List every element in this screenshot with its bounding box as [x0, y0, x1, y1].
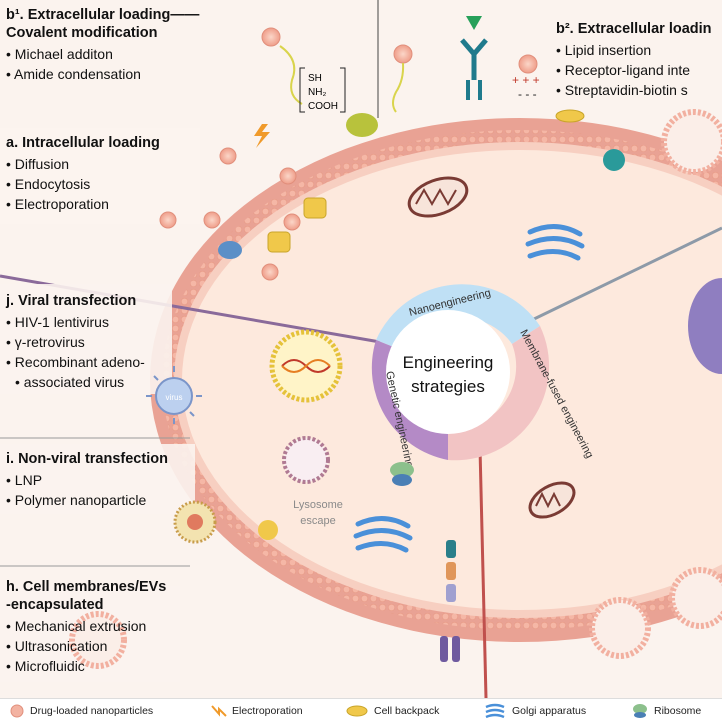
- mitochondrion-icon: [407, 176, 469, 218]
- panel-a-item: Diffusion: [6, 154, 160, 174]
- lipid-insert-icon: [555, 109, 585, 123]
- cell-backpack-legend-icon: [346, 705, 368, 717]
- panel-b1: b¹. Extracellular loading—— Covalent mod…: [6, 6, 199, 84]
- panel-b2-item: Lipid insertion: [556, 40, 712, 60]
- minus-charges: - - -: [518, 87, 537, 101]
- panel-j-item: γ-retrovirus: [6, 332, 145, 352]
- center-title-line1: Engineering: [403, 353, 494, 372]
- golgi-apparatus-icon-2: [353, 516, 413, 553]
- panel-a: a. Intracellular loading Diffusion Endoc…: [6, 134, 160, 214]
- panel-a-item: Electroporation: [6, 194, 160, 214]
- cell-backpack-icon: [346, 113, 378, 137]
- ribosome-legend-icon: [633, 704, 647, 718]
- panel-j-title: j. Viral transfection: [6, 293, 137, 309]
- center-title-line2: strategies: [411, 377, 485, 396]
- panel-b1-item: Michael additon: [6, 44, 199, 64]
- panel-h-item: Microfluidic: [6, 656, 166, 676]
- panel-j: j. Viral transfection HIV-1 lentivirus γ…: [6, 292, 145, 392]
- panel-j-item: Recombinant adeno-: [6, 352, 145, 372]
- virus-label: virus: [166, 393, 183, 402]
- intracellular-nanoparticles: [159, 147, 327, 281]
- legend-item: Ribosome: [654, 705, 702, 717]
- panel-h-item: Mechanical extrusion: [6, 616, 166, 636]
- panel-h: h. Cell membranes/EVs -encapsulated Mech…: [6, 578, 166, 676]
- nanoparticle-legend-icon: [10, 704, 24, 718]
- panel-a-item: Endocytosis: [6, 174, 160, 194]
- dna-vesicle: [269, 329, 343, 403]
- panel-h-title-line1: h. Cell membranes/EVs: [6, 579, 167, 595]
- golgi-apparatus-icon: [525, 224, 585, 261]
- panel-b2-title: b². Extracellular loadin: [556, 21, 712, 37]
- nucleus-right: [688, 278, 722, 374]
- receptor-icon: [460, 16, 488, 100]
- panel-a-title: a. Intracellular loading: [6, 135, 160, 151]
- legend-item: Electroporation: [232, 705, 303, 717]
- panel-b2-item: Receptor-ligand inte: [556, 60, 712, 80]
- panel-b2-item: Streptavidin-biotin s: [556, 80, 712, 100]
- linker-nanoparticles: [261, 27, 538, 137]
- divider-line-nano: [531, 226, 722, 322]
- polymer-nanoparticle-icon: [173, 500, 217, 544]
- panel-i-item: LNP: [6, 470, 168, 490]
- mitochondrion-icon-2: [528, 481, 576, 519]
- panel-h-title-line2: -encapsulated: [6, 597, 104, 613]
- panel-b2: b². Extracellular loadin Lipid insertion…: [556, 20, 712, 100]
- transmembrane-protein-icon: [440, 540, 460, 662]
- legend-item: Cell backpack: [374, 705, 440, 717]
- strategy-ring: [371, 284, 550, 461]
- panel-j-item: HIV-1 lentivirus: [6, 312, 145, 332]
- panel-i-item: Polymer nanoparticle: [6, 490, 168, 510]
- golgi-legend-icon: [485, 703, 505, 719]
- label-sh: SH: [308, 73, 322, 84]
- legend-bar: Drug-loaded nanoparticles Electroporatio…: [0, 698, 722, 723]
- divider-line-membrane: [478, 447, 488, 699]
- lysosome-icon: Lysosome escape: [282, 436, 343, 527]
- panel-b1-item: Amide condensation: [6, 64, 199, 84]
- legend-item: Drug-loaded nanoparticles: [30, 705, 154, 717]
- sh-nh2-cooh-box: SH NH₂ COOH: [299, 67, 346, 113]
- panel-i: i. Non-viral transfection LNP Polymer na…: [6, 450, 168, 510]
- electroporation-legend-icon: [211, 705, 227, 717]
- panel-j-item-continued: associated virus: [6, 372, 145, 392]
- ribosome-icon: [390, 462, 414, 486]
- label-nh2: NH₂: [308, 87, 326, 98]
- plus-charges: + + +: [512, 73, 540, 87]
- legend-item: Golgi apparatus: [512, 705, 587, 717]
- panel-h-item: Ultrasonication: [6, 636, 166, 656]
- electroporation-bolt-icon: [254, 124, 270, 148]
- virus-icon: virus: [146, 366, 202, 424]
- panel-i-title: i. Non-viral transfection: [6, 451, 168, 467]
- panel-b1-subtitle: Covalent modification: [6, 25, 158, 41]
- ring-center: [386, 310, 510, 434]
- lysosome-label: Lysosome: [293, 499, 343, 511]
- escape-label: escape: [300, 515, 335, 527]
- label-cooh: COOH: [308, 101, 338, 112]
- panel-b1-title: b¹. Extracellular loading——: [6, 7, 200, 23]
